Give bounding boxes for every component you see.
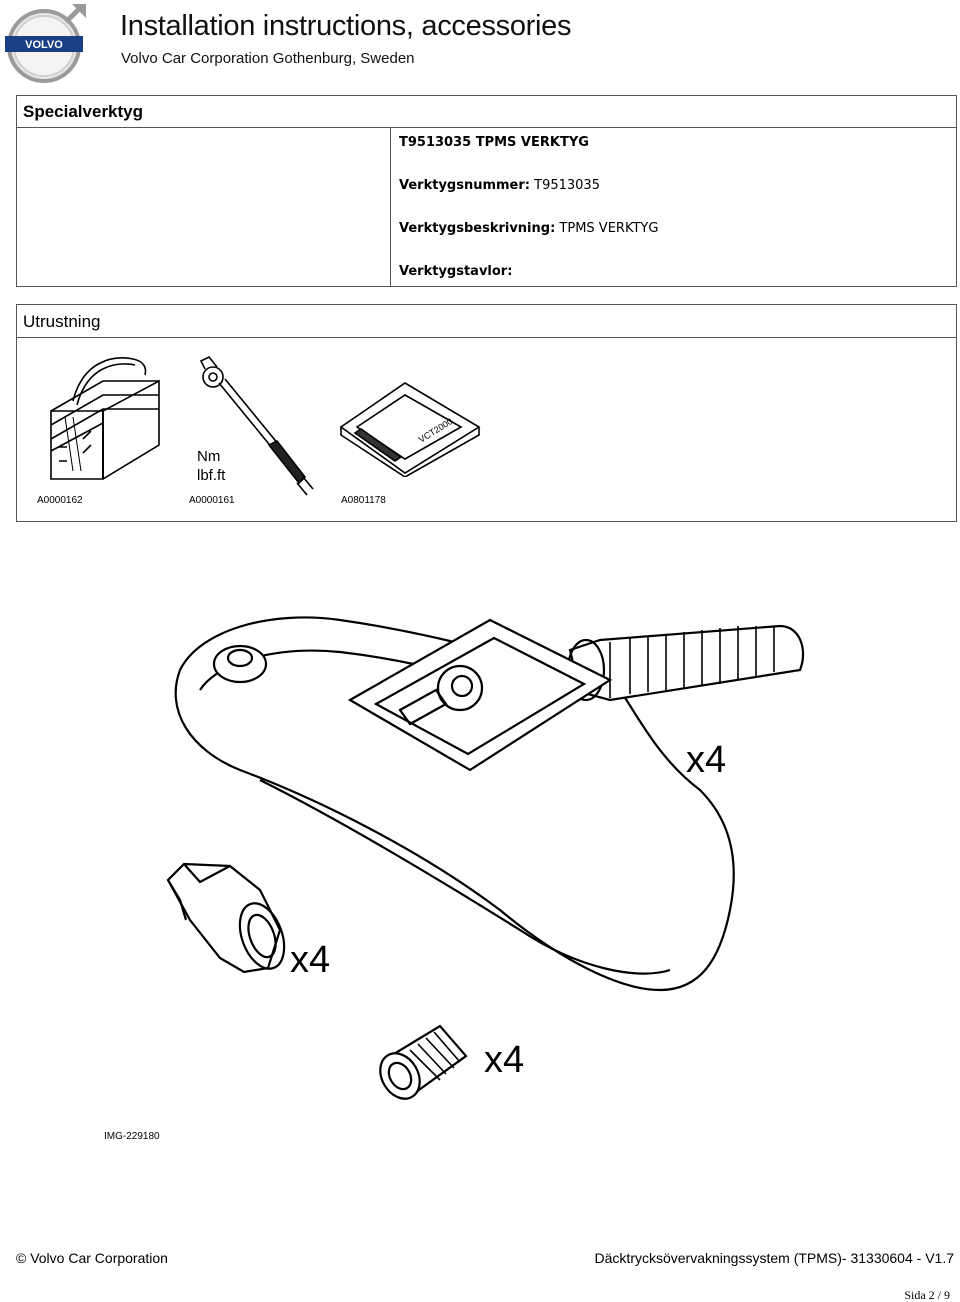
- figure-caption: IMG-229180: [104, 1131, 160, 1142]
- volvo-logo: VOLVO: [5, 4, 86, 83]
- tool-number-value: T9513035: [534, 178, 600, 193]
- valve-cap: [379, 1024, 468, 1100]
- equipment-section: Utrustning A0000162 Nm lbf.ft A0000161 V…: [16, 304, 957, 522]
- special-tools-heading: Specialverktyg: [23, 102, 144, 121]
- footer-document: Däcktrycksövervakningssystem (TPMS)- 313…: [594, 1250, 954, 1266]
- torque-wrench-icon: Nm lbf.ft: [197, 355, 314, 496]
- sensor-qty: x4: [686, 739, 726, 781]
- torque-unit-nm: Nm: [197, 448, 220, 465]
- vida-device-icon: VCT2000: [339, 382, 481, 477]
- page-subtitle: Volvo Car Corporation Gothenburg, Sweden: [121, 50, 415, 67]
- footer-copyright: © Volvo Car Corporation: [16, 1250, 168, 1266]
- page-title: Installation instructions, accessories: [120, 10, 572, 42]
- equipment-caption: A0000161: [189, 495, 235, 506]
- equipment-caption: A0000162: [37, 495, 83, 506]
- special-tools-header: Specialverktyg: [17, 96, 956, 128]
- equipment-header: Utrustning: [17, 305, 956, 338]
- special-tools-section: Specialverktyg T9513035 TPMS VERKTYG Ver…: [16, 95, 957, 287]
- toolbox-icon: [50, 357, 160, 480]
- tool-details: T9513035 TPMS VERKTYG Verktygsnummer: T9…: [399, 128, 956, 286]
- torque-unit-lbf: lbf.ft: [197, 467, 226, 484]
- equipment-heading: Utrustning: [23, 312, 101, 331]
- lug-nut-qty: x4: [290, 939, 330, 981]
- tool-boards-label: Verktygstavlor:: [399, 264, 513, 279]
- equipment-caption: A0801178: [341, 495, 386, 506]
- tool-number-row: Verktygsnummer: T9513035: [399, 178, 600, 193]
- tool-number-label: Verktygsnummer:: [399, 178, 530, 193]
- device-label: VCT2000: [417, 416, 455, 445]
- valve-cap-qty: x4: [484, 1039, 524, 1081]
- tool-title: T9513035 TPMS VERKTYG: [399, 135, 589, 150]
- tool-description-row: Verktygsbeskrivning: TPMS VERKTYG: [399, 221, 658, 236]
- tool-description-label: Verktygsbeskrivning:: [399, 221, 556, 236]
- logo-wordmark: VOLVO: [25, 39, 63, 51]
- lug-nut: [166, 862, 286, 974]
- tpms-sensor-illustration: x4 x4 x4: [166, 616, 805, 1100]
- page-number: Sida 2 / 9: [904, 1288, 950, 1302]
- tool-description-value: TPMS VERKTYG: [559, 221, 659, 236]
- tool-image-placeholder: [17, 128, 391, 286]
